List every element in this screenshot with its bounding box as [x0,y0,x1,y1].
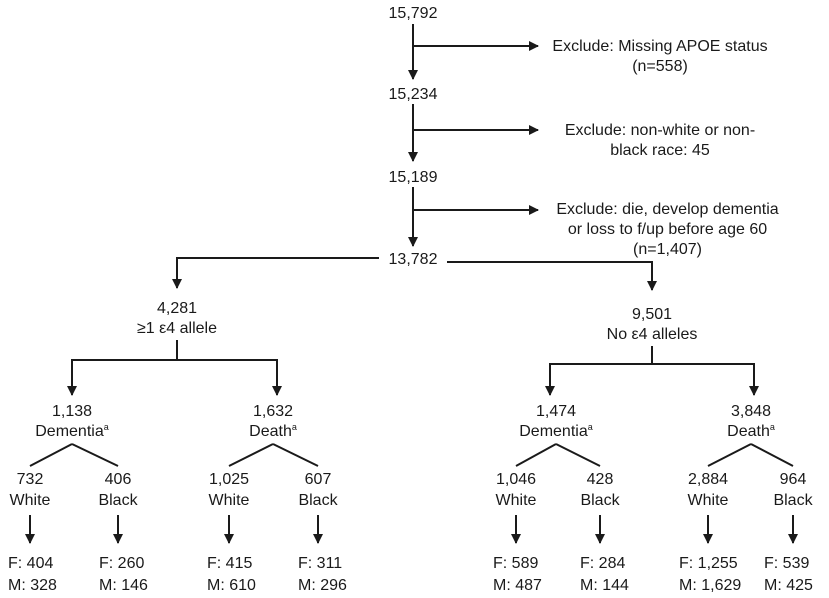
race-count: 406 [104,471,132,488]
exclusion-events-line: or loss to f/up before age 60 [567,221,768,238]
race-count: 964 [779,471,807,488]
count-after-apoe: 15,234 [388,86,438,103]
exclusion-apoe-count: (n=558) [632,58,688,75]
outcome-e4-dementia-label: Dementiaa [35,422,109,441]
diag-lx-white [228,443,274,467]
diag-ld-black [71,443,119,467]
outcome-no-e4-dementia-label: Dementiaa [519,422,593,441]
group-no-e4-label: No ε4 alleles [606,326,698,343]
footnote-marker: a [291,422,297,432]
diag-lx-black [272,443,319,467]
diag-rx-black [750,443,794,467]
race-count: 428 [586,471,614,488]
race-label: Black [298,492,338,509]
group-left-branch [71,359,278,392]
count-start: 15,792 [388,5,438,22]
sex-male-count: M: 425 [764,577,813,594]
group-no-e4-count: 9,501 [631,306,673,323]
race-label: White [687,492,729,509]
sex-male-count: M: 487 [493,577,542,594]
race-label: Black [580,492,620,509]
race-label: Black [98,492,138,509]
exclusion-race: Exclude: non-white or non- black race: 4… [550,121,770,161]
split-left-connector [172,257,379,289]
footnote-marker: a [587,422,593,432]
race-count: 732 [16,471,44,488]
group-right-branch [549,363,755,392]
sex-male-count: M: 146 [99,577,148,594]
exclusion-race-line: Exclude: non-white or non- [564,122,756,139]
sex-female-count: F: 311 [298,555,343,572]
diag-rd-black [555,443,601,467]
outcome-no-e4-death-label: Deatha [727,422,775,441]
sex-male-count: M: 144 [580,577,629,594]
count-after-race: 15,189 [388,169,438,186]
outcome-e4-death-count: 1,632 [252,403,294,420]
sex-female-count: F: 284 [580,555,626,572]
diag-ld-white [29,443,73,467]
race-count: 1,046 [495,471,537,488]
race-label: White [9,492,51,509]
exclusion-apoe-line: Exclude: Missing APOE status [552,38,768,55]
diag-rd-white [515,443,557,467]
diag-rx-white [707,443,752,467]
sex-female-count: F: 589 [493,555,539,572]
exclusion-race-count: black race: 45 [610,142,710,159]
race-label: White [495,492,537,509]
race-label: White [208,492,250,509]
outcome-no-e4-dementia-count: 1,474 [535,403,577,420]
group-e4-count: 4,281 [156,300,198,317]
footnote-marker: a [103,422,109,432]
outcome-e4-dementia-count: 1,138 [51,403,93,420]
exclusion-events-line: Exclude: die, develop dementia [556,201,779,218]
sex-female-count: F: 415 [207,555,253,572]
race-count: 2,884 [687,471,729,488]
race-count: 607 [304,471,332,488]
sex-male-count: M: 610 [207,577,256,594]
footnote-marker: a [769,422,775,432]
exclusion-apoe: Exclude: Missing APOE status (n=558) [550,37,770,77]
exclusion-events-count: (n=1,407) [633,241,702,258]
exclusion-events: Exclude: die, develop dementia or loss t… [545,200,790,260]
outcome-no-e4-death-count: 3,848 [730,403,772,420]
count-analytic-sample: 13,782 [388,251,438,268]
sex-female-count: F: 404 [8,555,54,572]
sex-male-count: M: 296 [298,577,347,594]
race-label: Black [773,492,813,509]
sex-female-count: F: 539 [764,555,810,572]
race-count: 1,025 [208,471,250,488]
sex-female-count: F: 260 [99,555,145,572]
group-e4-label: ≥1 ε4 allele [137,320,217,337]
sex-female-count: F: 1,255 [679,555,738,572]
outcome-e4-death-label: Deatha [249,422,297,441]
sex-male-count: M: 1,629 [679,577,742,594]
sex-male-count: M: 328 [8,577,57,594]
split-right-connector [447,261,657,291]
